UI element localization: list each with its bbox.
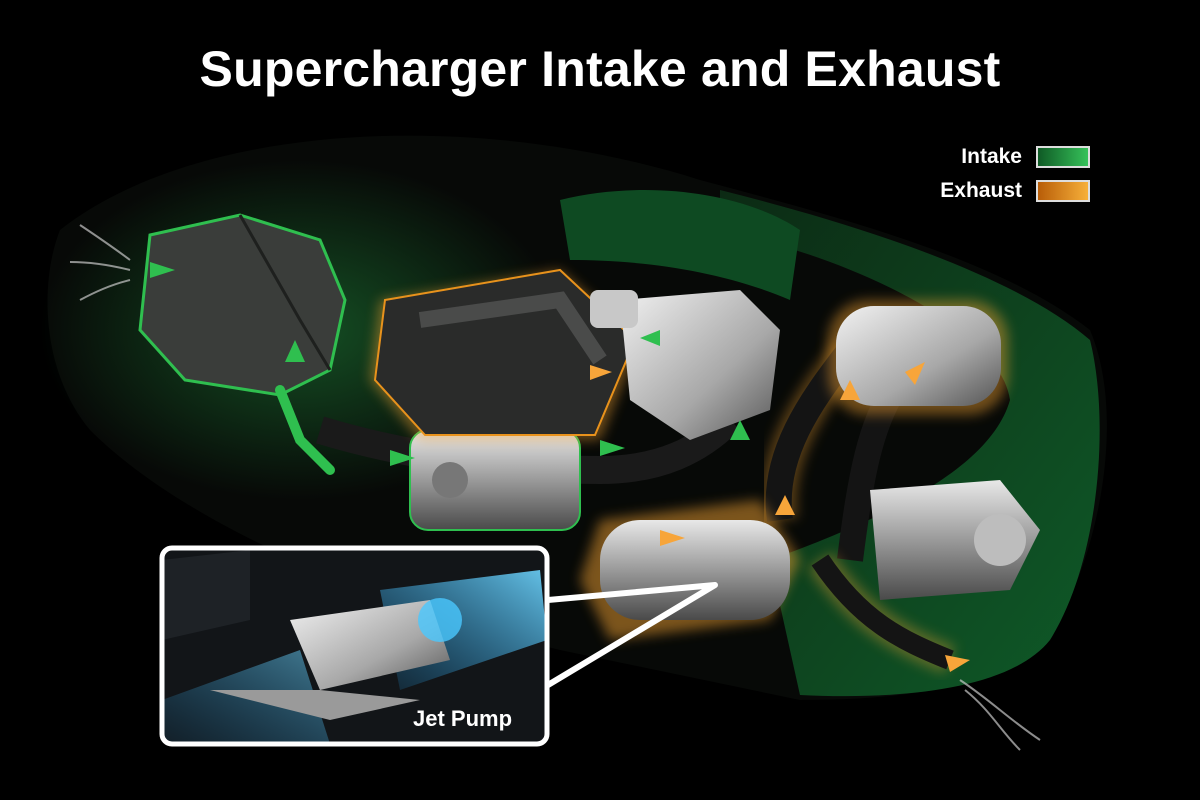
diagram-title: Supercharger Intake and Exhaust (199, 41, 1001, 97)
exhaust-arrows (590, 362, 970, 672)
exhaust-arrow-icon (660, 530, 685, 546)
intake-arrows (150, 262, 750, 466)
legend: Intake Exhaust (940, 140, 1090, 208)
callout-connector (546, 582, 718, 688)
intake-air-plume (69, 224, 131, 301)
exhaust-arrow-icon (840, 380, 860, 400)
engine-block (373, 268, 637, 436)
exhaust-water-box-upper (828, 300, 1008, 415)
exhaust-arrow-icon (905, 362, 925, 385)
intake-arrow-icon (150, 262, 175, 278)
intake-arrow-icon (285, 340, 305, 362)
legend-item-exhaust: Exhaust (940, 174, 1090, 208)
intercooler (590, 290, 780, 440)
intake-arrow-icon (600, 440, 625, 456)
jet-pump (870, 480, 1040, 600)
intake-pipe (315, 409, 740, 485)
legend-label-intake: Intake (961, 145, 1022, 168)
intake-arrow-icon (390, 450, 415, 466)
jet-pump-callout (159, 545, 550, 747)
exhaust-outlet-plume (959, 679, 1041, 751)
exhaust-arrow-icon (945, 655, 970, 672)
exhaust-arrow-icon (590, 365, 612, 380)
intake-arrow-icon (730, 420, 750, 440)
intake-arrow-icon (640, 330, 660, 346)
exhaust-water-box-lower (580, 500, 800, 640)
legend-item-intake: Intake (940, 140, 1090, 174)
legend-swatch-exhaust (1036, 180, 1090, 202)
exhaust-arrow-icon (775, 495, 795, 515)
callout-label: Jet Pump (413, 706, 513, 731)
legend-label-exhaust: Exhaust (940, 179, 1022, 202)
supercharger (409, 429, 581, 531)
legend-swatch-intake (1036, 146, 1090, 168)
